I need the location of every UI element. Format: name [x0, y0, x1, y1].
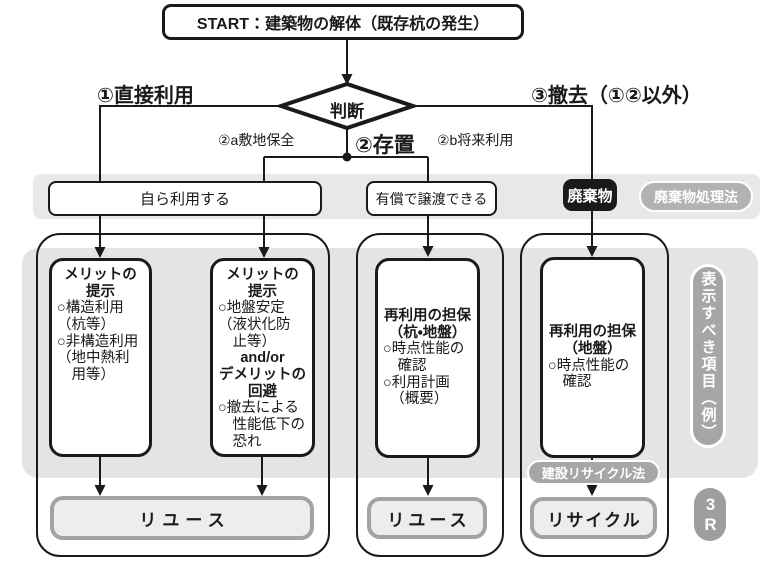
merit2-header: メリットの 提示	[226, 267, 299, 300]
reuse-guarantee-pile-ground-box: 再利用の担保 （杭・地盤） ○時点性能の 確認 ○利用計画 （概要）	[375, 258, 480, 458]
guarantee1-header: 再利用の担保 （杭・地盤）	[384, 307, 471, 341]
container-preserve	[356, 233, 504, 557]
container-direct-use	[36, 233, 330, 557]
merit2-body2: ○撤去による 性能低下の 恐れ	[218, 400, 305, 450]
construction-recycle-law-pill: 建設リサイクル法	[527, 460, 660, 485]
start-node: START：建築物の解体（既存杭の発生）	[162, 4, 524, 40]
guarantee2-body: ○時点性能の 確認	[548, 357, 630, 391]
merit-box-direct-use: メリットの 提示 ○構造利用 （杭等） ○非構造利用 （地中熱利 用等）	[49, 258, 152, 457]
guarantee1-body: ○時点性能の 確認 ○利用計画 （概要）	[383, 341, 465, 408]
junction-dot	[342, 152, 352, 162]
waste-label: 廃棄物	[567, 187, 613, 205]
merit1-body: ○構造利用 （杭等） ○非構造利用 （地中熱利 用等）	[57, 300, 139, 384]
branch-label-removal: ③撤去（①②以外）	[531, 85, 702, 107]
container-removal	[520, 233, 669, 557]
result-reuse: リユース	[367, 497, 487, 539]
branch-label-site-preserve: ②a敷地保全	[218, 132, 295, 148]
branch-label-preserve: ②存置	[355, 134, 415, 157]
merit-demerit-box-preserve: メリットの 提示 ○地盤安定 （液状化防 止等） and/or デメリットの 回…	[210, 258, 315, 457]
result-reuse-wide-label: リユース	[139, 510, 231, 530]
line-branch-3	[413, 105, 593, 248]
reuse-guarantee-ground-box: 再利用の担保 （地盤） ○時点性能の 確認	[540, 257, 645, 458]
self-use-box: 自ら利用する	[48, 181, 322, 216]
start-label: START：建築物の解体（既存杭の発生）	[196, 16, 490, 33]
waste-disposal-law-pill: 廃棄物処理法	[639, 181, 753, 212]
paid-transfer-box: 有償で譲渡できる	[366, 181, 497, 216]
waste-box: 廃棄物	[563, 179, 617, 211]
display-items-pill: 表示すべき項目（例）	[690, 264, 726, 448]
guarantee2-header: 再利用の担保 （地盤）	[549, 324, 636, 357]
decision-label: 判断	[330, 102, 364, 121]
arrowheads	[94, 74, 598, 496]
line-branch-1	[99, 105, 281, 249]
merit2-connector: and/or	[240, 350, 285, 367]
merit1-header: メリットの 提示	[64, 267, 137, 300]
branch-label-direct-use: ①直接利用	[97, 85, 194, 107]
merit2-header2: デメリットの 回避	[219, 367, 306, 400]
three-r-badge: 3R	[694, 488, 726, 541]
waste-law-label: 廃棄物処理法	[654, 188, 738, 205]
paid-transfer-label: 有償で譲渡できる	[375, 190, 488, 207]
decision-diamond	[274, 81, 420, 131]
result-recycle-label: リサイクル	[547, 510, 642, 530]
branch-label-future-use: ②b将来利用	[437, 132, 514, 148]
result-recycle: リサイクル	[530, 497, 657, 539]
merit2-body: ○地盤安定 （液状化防 止等）	[218, 300, 291, 350]
result-reuse-label: リユース	[387, 510, 471, 530]
self-use-label: 自ら利用する	[139, 191, 230, 208]
result-reuse-wide: リユース	[50, 496, 314, 540]
